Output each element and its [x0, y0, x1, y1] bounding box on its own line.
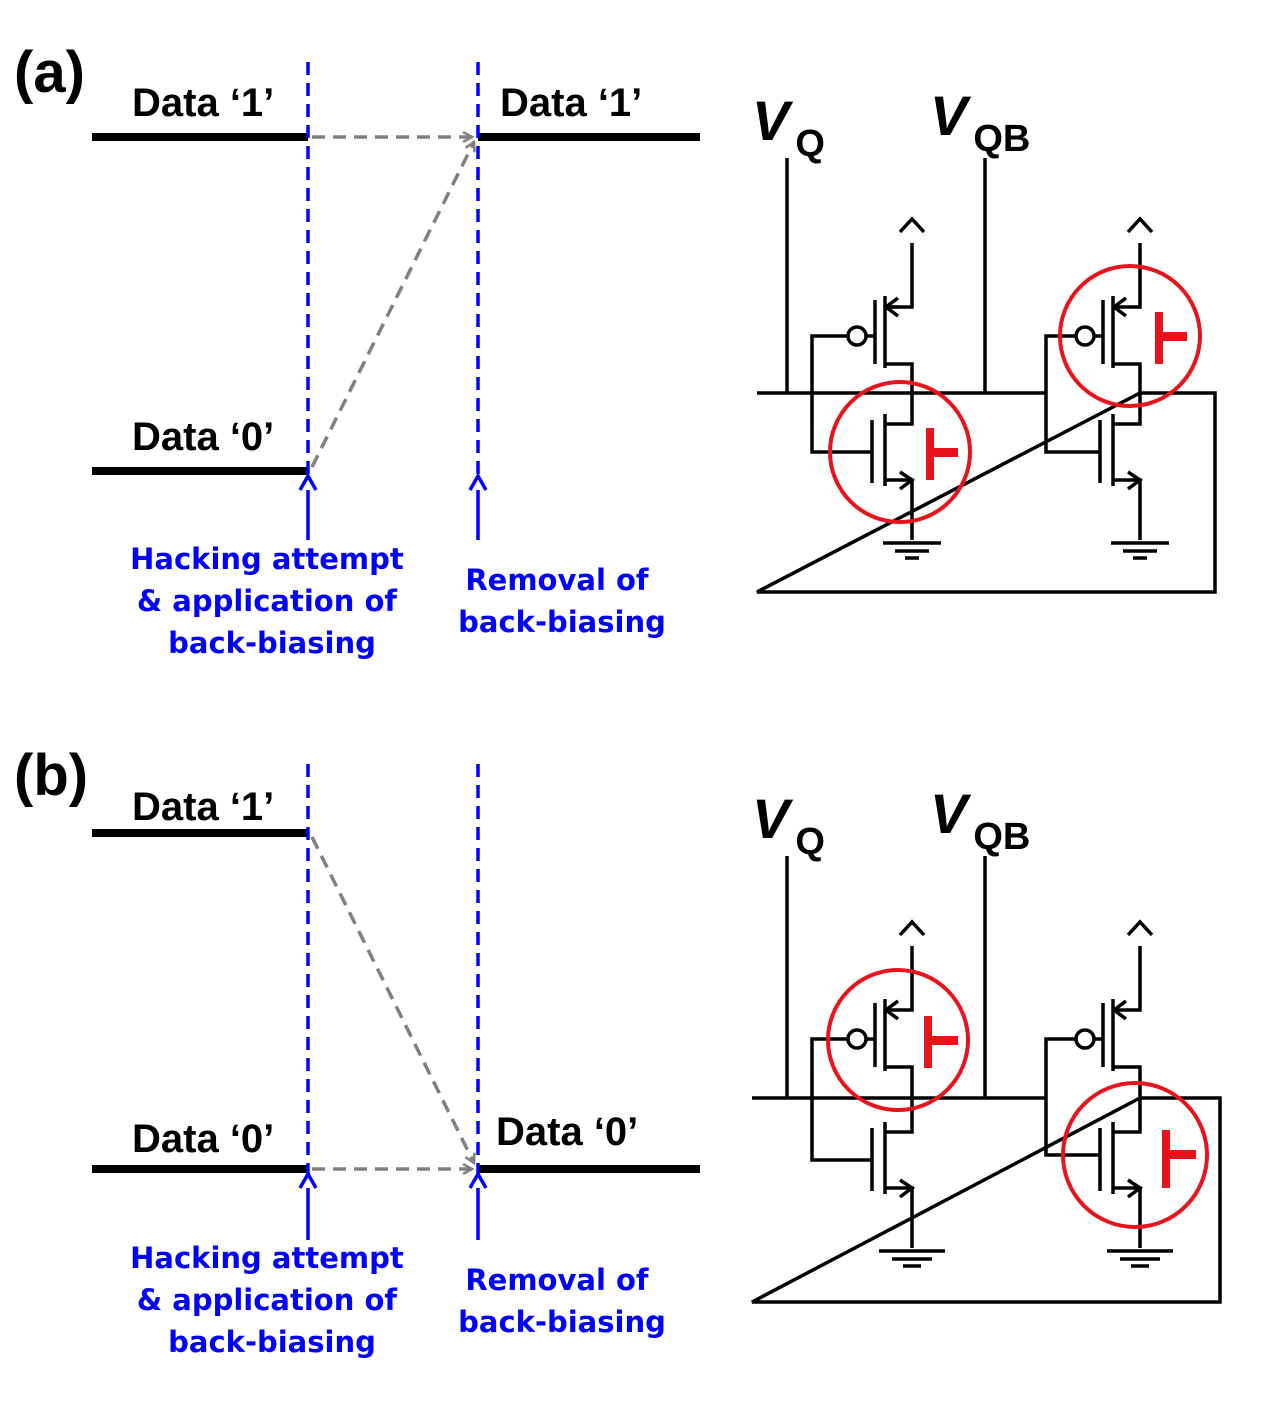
left-pmos-inversion-bubble	[846, 1028, 868, 1050]
right-gate-wire	[1044, 334, 1088, 454]
right-inverter	[1044, 919, 1173, 1268]
feedback-loop-wire	[756, 391, 1217, 594]
right-pmos-back-bias-highlight	[1058, 264, 1202, 408]
left-pmos-drain	[885, 946, 914, 1012]
vdd-arrow-icon	[1126, 919, 1154, 937]
highlight-ring	[826, 968, 970, 1112]
right-pmos-drain	[1113, 243, 1142, 309]
left-nmos-source	[885, 1186, 914, 1248]
ground-icon	[1111, 541, 1169, 560]
removal-event-label: Removal of back-biasing	[458, 563, 666, 639]
highlight-ring	[1058, 264, 1202, 408]
highlight-ring	[828, 380, 972, 524]
sram-cell-circuit: V Q V QB	[752, 84, 1217, 594]
node-q-label: V Q	[752, 89, 825, 165]
right-nmos-source	[1113, 1186, 1142, 1248]
removal-arrow	[468, 472, 488, 540]
removal-arrow	[468, 1170, 488, 1240]
attack-event-label: Hacking attempt & application of back-bi…	[130, 542, 414, 660]
node-qb-label: V QB	[930, 84, 1030, 160]
vdd-arrow-icon	[1126, 216, 1154, 234]
attack-arrow	[298, 472, 318, 540]
sram-cell-circuit: V Q V QB	[751, 782, 1222, 1304]
flip-transition-arrow	[310, 836, 474, 1163]
right-nmos-source	[1113, 478, 1142, 540]
panel-b: (b) Data ‘1’ Data ‘0’ Data ‘0’ Hacking a…	[14, 743, 1222, 1359]
flip-transition-arrow	[310, 142, 474, 468]
left-nmos-back-bias-highlight	[828, 380, 972, 524]
removal-event-label: Removal of back-biasing	[458, 1263, 666, 1339]
panel-label: (b)	[14, 743, 88, 808]
right-gate-wire	[1044, 1037, 1088, 1157]
feedback-loop-wire	[751, 1096, 1222, 1304]
timing-diagram: Data ‘1’ Data ‘0’ Data ‘1’ Hacking attem…	[92, 62, 700, 660]
left-pmos-inversion-bubble	[846, 325, 868, 347]
data-1-label: Data ‘1’	[132, 81, 274, 125]
attack-arrow	[298, 1170, 318, 1240]
left-nmos-source	[885, 478, 914, 540]
left-gate-wire	[810, 334, 860, 454]
node-q-label: V Q	[752, 787, 825, 863]
highlight-ring	[1061, 1081, 1209, 1229]
data-1-label: Data ‘1’	[132, 785, 274, 829]
left-pmos-drain	[885, 243, 914, 309]
data-0-label: Data ‘0’	[132, 415, 274, 459]
final-data-label: Data ‘0’	[496, 1110, 638, 1154]
ground-icon	[1107, 1249, 1173, 1268]
ground-icon	[883, 541, 941, 560]
left-inverter	[810, 216, 941, 560]
panel-label: (a)	[14, 40, 85, 105]
panel-a: (a) Data ‘1’ Data ‘0’ Data ‘1’ Hacking a…	[14, 40, 1217, 660]
attack-event-label: Hacking attempt & application of back-bi…	[130, 1241, 414, 1359]
final-data-label: Data ‘1’	[500, 81, 642, 125]
data-0-label: Data ‘0’	[132, 1117, 274, 1161]
ground-icon	[879, 1249, 945, 1268]
vdd-arrow-icon	[898, 919, 926, 937]
right-inverter	[1044, 216, 1169, 560]
right-pmos-drain	[1113, 946, 1142, 1012]
node-qb-label: V QB	[930, 782, 1030, 858]
right-pmos-inversion-bubble	[1074, 1028, 1096, 1050]
right-nmos-back-bias-highlight	[1061, 1081, 1209, 1229]
right-pmos-inversion-bubble	[1074, 325, 1096, 347]
vdd-arrow-icon	[898, 216, 926, 234]
timing-diagram: Data ‘1’ Data ‘0’ Data ‘0’ Hacking attem…	[92, 764, 700, 1359]
left-pmos-back-bias-highlight	[826, 968, 970, 1112]
